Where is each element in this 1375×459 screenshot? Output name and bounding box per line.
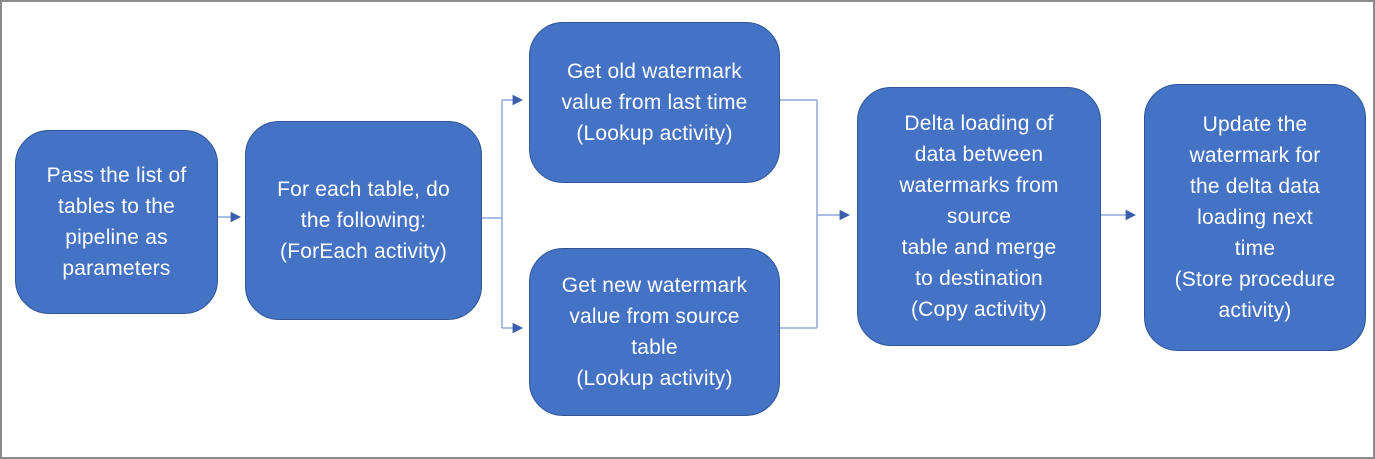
flow-node-pass-tables-label: Pass the list of tables to the pipeline … [46, 164, 187, 280]
flow-node-new-watermark: Get new watermark value from source tabl… [529, 248, 780, 416]
flow-node-pass-tables: Pass the list of tables to the pipeline … [15, 130, 218, 314]
flow-node-old-watermark: Get old watermark value from last time (… [529, 22, 780, 183]
flow-node-delta-loading: Delta loading of data between watermarks… [857, 87, 1101, 346]
flow-node-old-watermark-label: Get old watermark value from last time (… [561, 60, 748, 145]
flow-node-new-watermark-label: Get new watermark value from source tabl… [561, 274, 748, 390]
flow-node-delta-loading-label: Delta loading of data between watermarks… [899, 112, 1059, 321]
flow-node-foreach-label: For each table, do the following: (ForEa… [277, 178, 450, 263]
flow-node-update-watermark-label: Update the watermark for the delta data … [1174, 113, 1336, 322]
flow-node-update-watermark: Update the watermark for the delta data … [1144, 84, 1366, 351]
flow-node-foreach: For each table, do the following: (ForEa… [245, 121, 482, 320]
